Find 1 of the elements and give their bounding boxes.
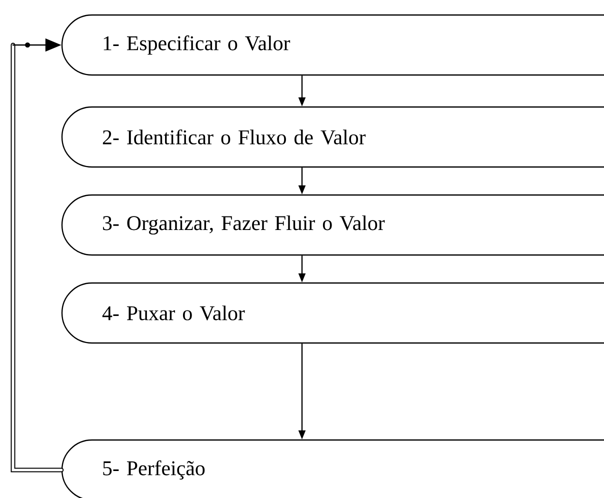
feedback-arrow xyxy=(10,38,64,472)
